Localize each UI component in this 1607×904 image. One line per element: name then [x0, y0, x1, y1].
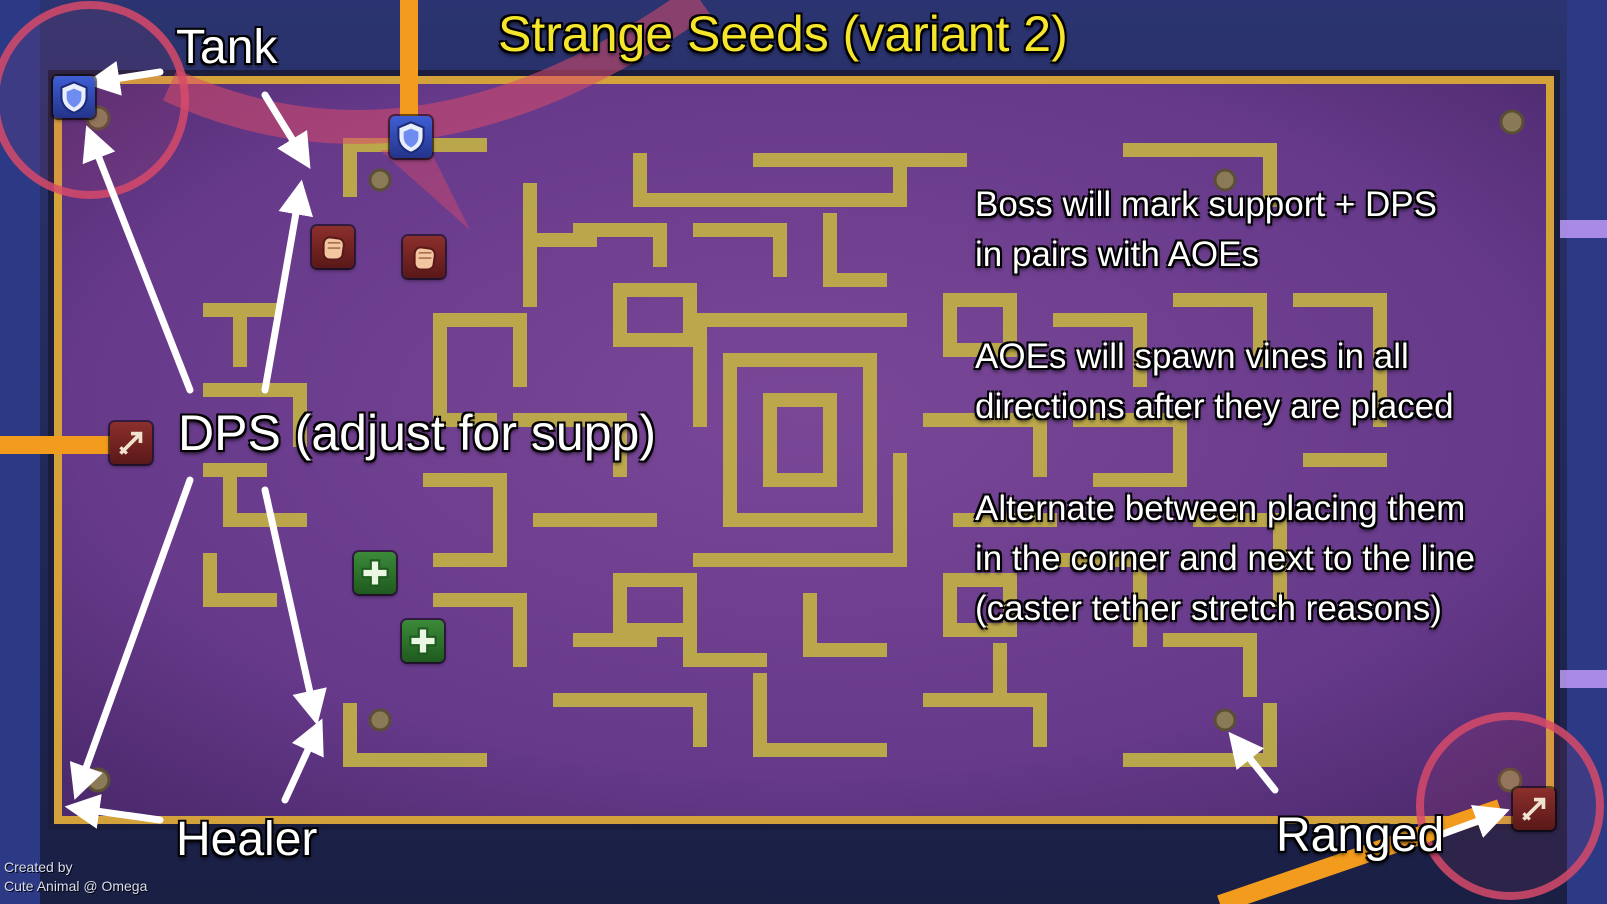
cross-icon — [409, 627, 437, 655]
fist-icon — [322, 236, 345, 261]
ranged-tether — [1217, 799, 1503, 904]
tank-label: Tank — [176, 21, 278, 74]
note-line: (caster tether stretch reasons) — [975, 589, 1442, 628]
credit-line: Cute Animal @ Omega — [4, 878, 148, 894]
shield-icon — [397, 121, 425, 154]
melee-marker-1 — [312, 226, 354, 268]
page-title: Strange Seeds (variant 2) — [498, 6, 1068, 62]
healer-marker-2 — [402, 620, 444, 662]
note-alternate: Alternate between placing them in the co… — [975, 484, 1475, 634]
note-line: in the corner and next to the line — [975, 539, 1476, 578]
shield-icon — [60, 81, 88, 114]
direction-arrows — [64, 60, 1510, 839]
ranged-marker-corner — [1513, 788, 1555, 830]
tank-aoe-cone — [380, 150, 470, 230]
melee-marker-2 — [403, 236, 445, 278]
dps-ranged-marker-left — [110, 422, 152, 464]
note-mark-pairs: Boss will mark support + DPS in pairs wi… — [975, 180, 1437, 280]
ranged-label: Ranged — [1276, 809, 1445, 862]
dps-label: DPS (adjust for supp) — [178, 405, 656, 461]
note-line: directions after they are placed — [975, 387, 1454, 426]
credit-line: Created by — [4, 859, 73, 875]
bottom-right-aoe-ring — [1416, 712, 1604, 900]
tank-marker-line — [390, 116, 432, 158]
note-vines: AOEs will spawn vines in all directions … — [975, 332, 1454, 432]
cross-icon — [361, 559, 389, 587]
healer-label: Healer — [176, 813, 318, 866]
healer-marker-1 — [354, 552, 396, 594]
tank-marker-corner — [53, 76, 95, 118]
fist-icon — [413, 246, 436, 271]
note-line: in pairs with AOEs — [975, 235, 1259, 274]
tank-tether — [400, 0, 418, 120]
credit: Created by Cute Animal @ Omega — [4, 858, 147, 896]
right-light-lower — [1560, 670, 1607, 688]
arrow-icon — [1522, 797, 1546, 821]
right-light-upper — [1560, 220, 1607, 238]
arrow-icon — [119, 431, 143, 455]
note-line: AOEs will spawn vines in all — [975, 337, 1409, 376]
dps-tether — [0, 436, 112, 454]
maze-pattern — [203, 138, 1387, 767]
note-line: Alternate between placing them — [975, 489, 1466, 528]
note-line: Boss will mark support + DPS — [975, 185, 1437, 224]
